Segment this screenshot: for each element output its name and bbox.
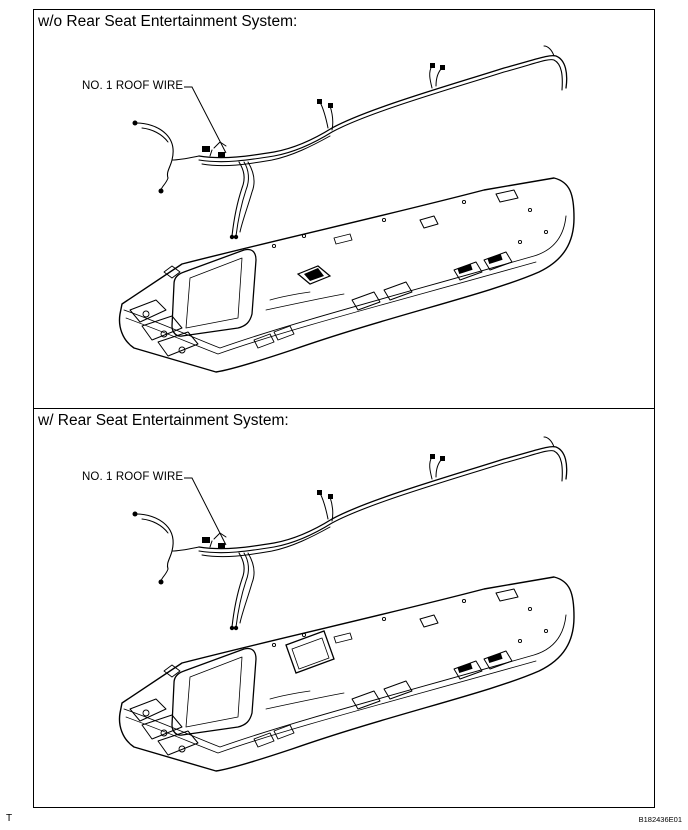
diagram-panel-without-rse: w/o Rear Seat Entertainment System: NO. … xyxy=(33,9,655,409)
roof-wire-illustration xyxy=(118,45,575,373)
callout-leader-line xyxy=(184,477,227,546)
callout-roof-wire-label: NO. 1 ROOF WIRE xyxy=(82,80,184,92)
callout-roof-wire-label: NO. 1 ROOF WIRE xyxy=(82,471,184,483)
rear-dome-lamp xyxy=(296,265,332,285)
panel-title: w/ Rear Seat Entertainment System: xyxy=(38,412,289,429)
roof-wire-illustration xyxy=(118,436,575,772)
roof-wire-harness xyxy=(131,45,568,240)
roof-wire-harness xyxy=(131,436,568,631)
diagram-panel-with-rse: w/ Rear Seat Entertainment System: NO. 1… xyxy=(33,409,655,808)
callout-leader-line xyxy=(184,86,227,154)
roof-headliner xyxy=(118,576,575,772)
panel-title: w/o Rear Seat Entertainment System: xyxy=(38,13,298,30)
roof-headliner xyxy=(118,177,575,373)
rse-display-opening xyxy=(285,630,335,674)
page-mark: T xyxy=(6,813,13,824)
figure-code: B182436E01 xyxy=(638,815,682,824)
